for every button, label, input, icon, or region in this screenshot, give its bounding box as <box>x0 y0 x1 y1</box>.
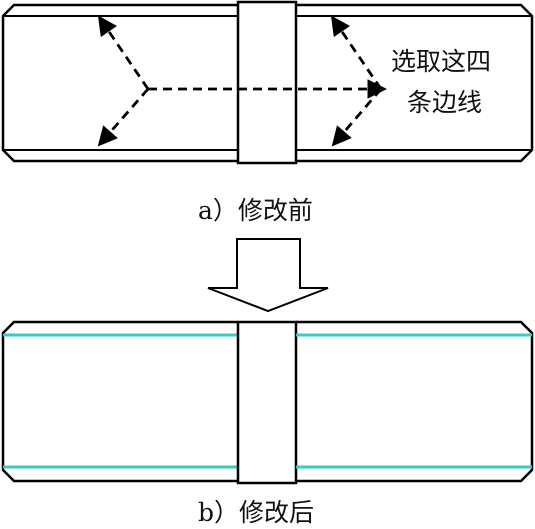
arrow-left-top <box>97 15 150 90</box>
left-shaft-outline <box>1 3 238 163</box>
arrow-left-bottom <box>97 88 150 147</box>
left-shaft-outline <box>1 320 238 483</box>
caption-before: a）修改前 <box>198 196 313 225</box>
figure-before: 选取这四 条边线 a）修改前 <box>1 0 534 225</box>
arrow-right-top <box>330 15 383 90</box>
right-shaft-outline <box>296 320 534 483</box>
annotation-line-1: 选取这四 <box>391 47 491 76</box>
collar <box>236 0 298 165</box>
arrow-right-bottom <box>331 88 383 147</box>
caption-after: b）修改后 <box>198 498 314 527</box>
right-shaft-outline <box>296 3 534 163</box>
selection-arrows <box>97 15 387 147</box>
figure-after: b）修改后 <box>1 320 534 527</box>
down-arrow-icon <box>207 238 329 313</box>
collar <box>236 320 298 485</box>
annotation-line-2: 条边线 <box>407 88 482 117</box>
